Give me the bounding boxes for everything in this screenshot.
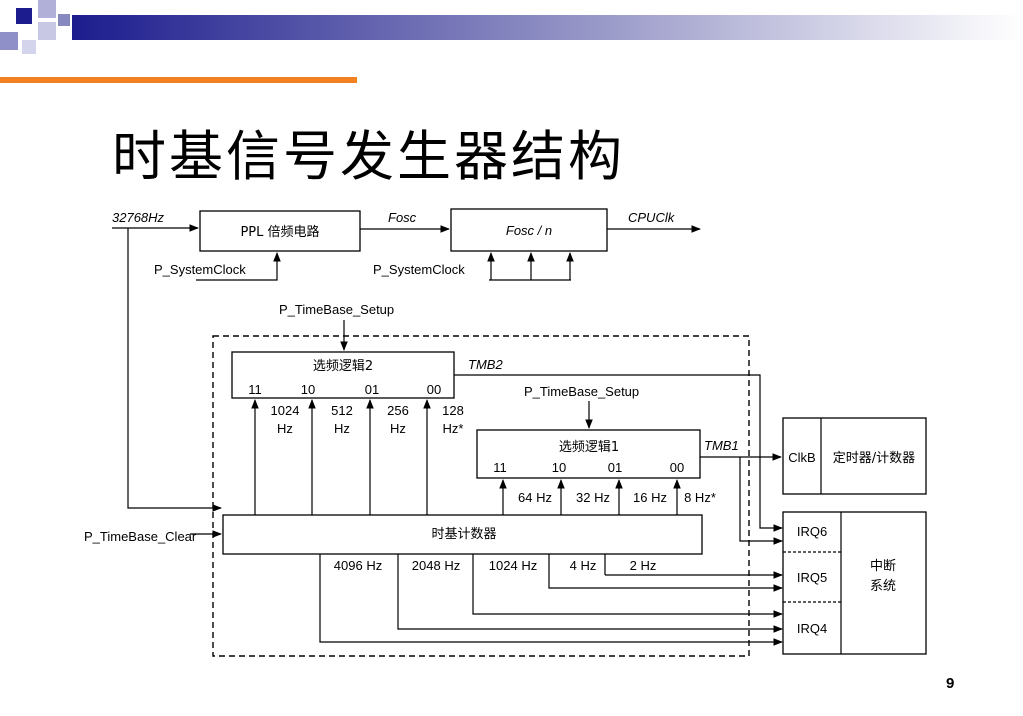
select-logic-1-title: 选频逻辑1 <box>559 440 619 455</box>
wire-1024-to-irq4 <box>472 575 783 618</box>
interrupt-system-box <box>782 511 927 655</box>
fosc-n-box-label: Fosc / n <box>506 223 552 238</box>
cpuclk-label: CPUClk <box>628 210 676 225</box>
wire-tmb2-to-irq6 <box>454 374 783 532</box>
logic2-freq-512: 512 <box>331 403 353 418</box>
logic2-code-11: 11 <box>248 382 262 397</box>
fosc-label: Fosc <box>388 210 417 225</box>
clkb-label: ClkB <box>788 450 815 465</box>
logic2-code-00: 00 <box>427 382 441 397</box>
irq4-label: IRQ4 <box>797 621 827 636</box>
wire-4hz-to-irq5 <box>548 575 783 592</box>
logic1-freq-16: 16 Hz <box>633 490 667 505</box>
select-logic-2-title: 选频逻辑2 <box>313 359 373 374</box>
timebase-counter-title: 时基计数器 <box>431 527 496 542</box>
logic1-code-00: 00 <box>670 460 684 475</box>
timer-counter-title: 定时器/计数器 <box>833 451 915 466</box>
logic2-freq-128: 128 <box>442 403 464 418</box>
logic2-freq-1024-unit: Hz <box>277 421 293 436</box>
select-logic-2-box <box>231 351 455 399</box>
logic2-code-10: 10 <box>301 382 315 397</box>
logic2-freq-128-unit: Hz* <box>443 421 464 436</box>
logic2-freq-256-unit: Hz <box>390 421 406 436</box>
slide-title: 时基信号发生器结构 <box>112 125 625 188</box>
slide-header-decoration <box>0 0 1023 83</box>
wire-4096-to-irq4 <box>319 575 783 646</box>
counter-out-4hz: 4 Hz <box>570 558 597 573</box>
fosc-n-box <box>450 208 608 252</box>
timebase-counter-box <box>222 514 703 555</box>
logic2-freq-1024: 1024 <box>271 403 300 418</box>
wire-2048-to-irq4 <box>397 575 783 633</box>
timebase-module-boundary <box>212 335 750 657</box>
counter-out-2048: 2048 Hz <box>412 558 460 573</box>
interrupt-title-line2: 系统 <box>870 579 896 594</box>
ppl-box <box>199 210 361 252</box>
counter-out-1024: 1024 Hz <box>489 558 537 573</box>
irq5-label: IRQ5 <box>797 570 827 585</box>
wire-sysclk-to-ppl <box>196 252 281 281</box>
logic1-freq-8: 8 Hz* <box>684 490 716 505</box>
wire-tmb1-to-irq5-branch <box>739 457 783 545</box>
system-clock-2-label: P_SystemClock <box>373 262 465 277</box>
logic2-freq-256: 256 <box>387 403 409 418</box>
timebase-setup-1-label: P_TimeBase_Setup <box>279 302 394 317</box>
counter-out-4096: 4096 Hz <box>334 558 382 573</box>
page-number: 9 <box>946 675 955 692</box>
tmb1-label: TMB1 <box>704 438 739 453</box>
logic1-code-10: 10 <box>552 460 566 475</box>
logic1-code-01: 01 <box>608 460 622 475</box>
timebase-clear-label: P_TimeBase_Clear <box>84 529 197 544</box>
counter-out-2hz: 2 Hz <box>630 558 657 573</box>
select-logic-1-box <box>476 429 701 479</box>
irq6-label: IRQ6 <box>797 524 827 539</box>
tmb2-label: TMB2 <box>468 357 503 372</box>
logic1-code-11: 11 <box>493 460 507 475</box>
system-clock-1-label: P_SystemClock <box>154 262 246 277</box>
wire-32768-to-counter <box>127 228 222 512</box>
ppl-box-label: PPL 倍频电路 <box>240 224 319 240</box>
timebase-setup-2-label: P_TimeBase_Setup <box>524 384 639 399</box>
logic1-freq-64: 64 Hz <box>518 490 552 505</box>
interrupt-title-line1: 中断 <box>870 559 896 574</box>
input-32768hz-label: 32768Hz <box>112 210 165 225</box>
logic1-freq-32: 32 Hz <box>576 490 610 505</box>
timer-counter-box <box>782 417 927 495</box>
logic2-code-01: 01 <box>365 382 379 397</box>
logic2-freq-512-unit: Hz <box>334 421 350 436</box>
